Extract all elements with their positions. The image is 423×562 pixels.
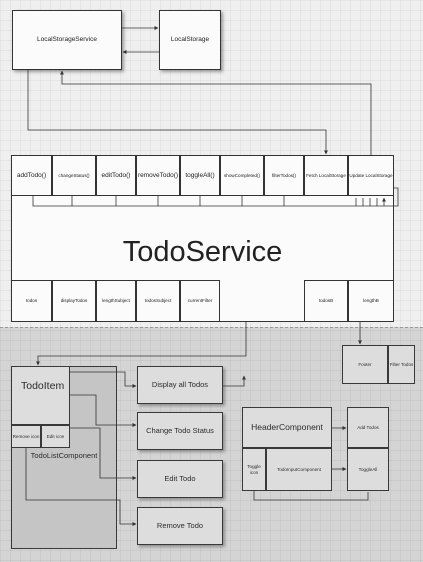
toggle-icon: Toggle icon xyxy=(247,464,261,475)
edit-icon-box: Edit icon xyxy=(41,425,70,448)
footer-label: Footer xyxy=(358,361,372,367)
method-fetch-local-storage: Fetch LocalStorage xyxy=(304,155,348,196)
prop-label: currentFilter xyxy=(187,298,213,304)
method-update-local-storage: Update LocalStorage xyxy=(348,155,394,196)
method-label: Fetch LocalStorage xyxy=(306,172,346,178)
toggle-all-box: ToggleAll xyxy=(347,448,389,491)
local-storage-label: LocalStorage xyxy=(170,36,210,44)
prop-todos-b: todosB xyxy=(304,280,348,322)
header-component-title-box: HeaderComponent xyxy=(242,407,332,448)
footer-box: Footer xyxy=(342,345,388,384)
remove-icon-box: Remove icon xyxy=(11,425,41,448)
todo-item-label: TodoItem xyxy=(21,380,65,392)
method-filter-todos: filterTodos() xyxy=(264,155,304,196)
prop-label: todos xyxy=(25,298,38,304)
faded-lower-region xyxy=(0,327,423,562)
todo-item-box: TodoItem xyxy=(11,366,70,425)
edit-icon: Edit icon xyxy=(46,433,65,439)
method-edit-todo: editTodo() xyxy=(96,155,136,196)
filter-todos-label: Filter Todos xyxy=(389,361,414,367)
method-change-status: changeStatus() xyxy=(52,155,96,196)
remove-icon: Remove icon xyxy=(12,433,40,439)
prop-label: displayTodos xyxy=(60,298,88,304)
prop-label: todosB xyxy=(318,298,334,304)
action-change-todo-status: Change Todo Status xyxy=(137,412,223,450)
method-add-todo: addTodo() xyxy=(11,155,52,196)
prop-current-filter: currentFilter xyxy=(180,280,220,322)
todo-input-component-box: TodoInputComponent xyxy=(266,448,332,491)
action-label: Remove Todo xyxy=(156,520,204,530)
local-storage-box: LocalStorage xyxy=(159,10,221,70)
method-remove-todo: removeTodo() xyxy=(136,155,180,196)
action-label: Display all Todos xyxy=(151,379,209,389)
arrow-update-to-service xyxy=(60,70,372,155)
method-label: Update LocalStorage xyxy=(349,172,393,178)
prop-todos: todos xyxy=(11,280,52,322)
method-label: filterTodos() xyxy=(272,172,296,178)
prop-length-subject: lengthSubject xyxy=(96,280,136,322)
toggle-all-label: ToggleAll xyxy=(358,466,378,472)
method-label: changeStatus() xyxy=(58,172,90,178)
action-display-all-todos: Display all Todos xyxy=(137,366,223,404)
method-label: editTodo() xyxy=(101,171,131,179)
prop-length-b: lengthB xyxy=(348,280,394,322)
method-label: removeTodo() xyxy=(137,171,179,179)
method-toggle-all: toggleAll() xyxy=(180,155,220,196)
todo-input-component-label: TodoInputComponent xyxy=(277,466,321,472)
add-todos-box: Add Todos xyxy=(347,407,389,448)
action-label: Change Todo Status xyxy=(146,425,214,435)
action-remove-todo: Remove Todo xyxy=(137,507,223,545)
prop-todos-subject: todosSubject xyxy=(136,280,180,322)
prop-label: lengthB xyxy=(363,298,379,304)
header-component-label: HeaderComponent xyxy=(251,421,323,432)
todo-service-title: TodoService xyxy=(122,236,283,268)
update-loop xyxy=(394,187,399,207)
local-storage-service-label: LocalStorageService xyxy=(37,36,97,44)
add-todos-label: Add Todos xyxy=(357,424,379,430)
method-label: showCompleted() xyxy=(224,172,260,178)
method-label: addTodo() xyxy=(16,171,47,179)
toggle-icon-box: Toggle icon xyxy=(242,448,266,491)
prop-display-todos: displayTodos xyxy=(52,280,96,322)
filter-todos-box: Filter Todos xyxy=(388,345,415,384)
method-label: toggleAll() xyxy=(185,171,215,179)
arrow-service-to-fetch xyxy=(27,70,328,155)
action-label: Edit Todo xyxy=(164,473,196,483)
action-edit-todo: Edit Todo xyxy=(137,460,223,498)
method-show-completed: showCompleted() xyxy=(220,155,264,196)
prop-label: lengthSubject xyxy=(102,298,130,304)
prop-label: todosSubject xyxy=(144,298,172,304)
local-storage-service-box: LocalStorageService xyxy=(12,10,122,70)
